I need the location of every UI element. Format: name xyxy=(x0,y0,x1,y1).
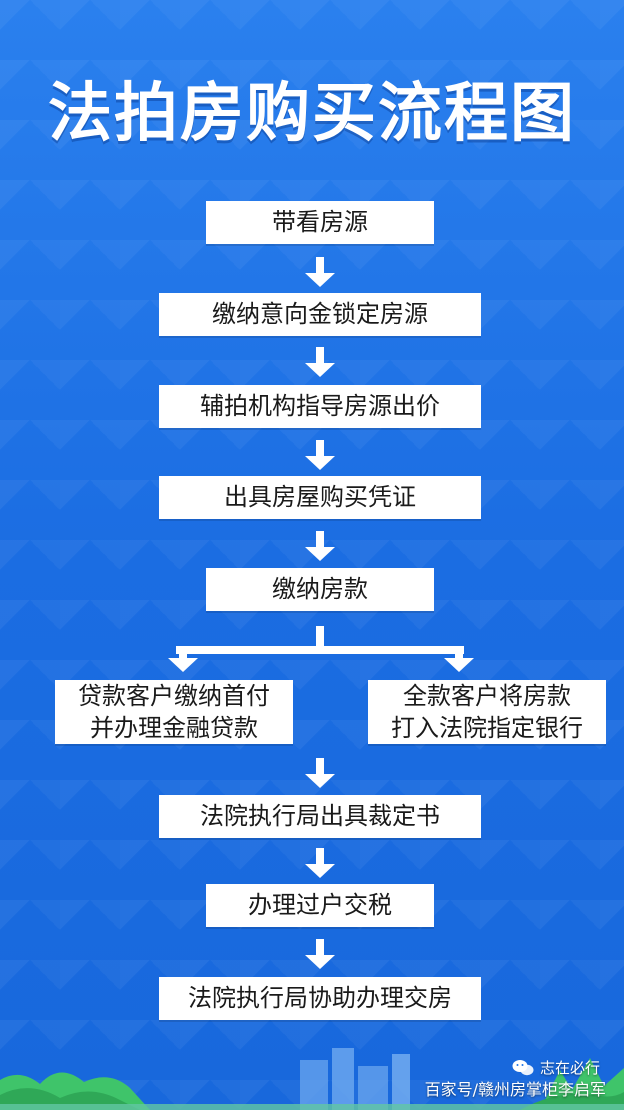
branch-full-payment-customer: 全款客户将房款 打入法院指定银行 xyxy=(368,680,606,744)
branch-full-line-1: 全款客户将房款 xyxy=(403,681,571,710)
footer-brand: 志在必行 xyxy=(512,1057,600,1078)
step-court-ruling: 法院执行局出具裁定书 xyxy=(159,795,481,838)
arrow-down-icon xyxy=(305,758,335,790)
step-transfer-tax: 办理过户交税 xyxy=(206,884,434,927)
branch-full-line-2: 打入法院指定银行 xyxy=(391,714,583,742)
arrow-down-icon xyxy=(305,257,335,289)
branch-connector-vertical xyxy=(316,626,324,650)
step-pay-deposit: 缴纳意向金锁定房源 xyxy=(159,293,481,336)
branch-loan-customer: 贷款客户缴纳首付 并办理金融贷款 xyxy=(55,680,293,744)
step-pay-price: 缴纳房款 xyxy=(206,568,434,611)
page-title: 法拍房购买流程图 xyxy=(48,77,576,151)
step-handover: 法院执行局协助办理交房 xyxy=(159,977,481,1020)
arrow-down-icon xyxy=(444,650,474,682)
arrow-down-icon xyxy=(305,848,335,880)
branch-loan-line-2: 并办理金融贷款 xyxy=(90,714,258,742)
arrow-down-icon xyxy=(305,440,335,472)
branch-connector-horizontal xyxy=(176,646,464,654)
branch-loan-line-1: 贷款客户缴纳首付 xyxy=(78,681,270,710)
footer-brand-name: 志在必行 xyxy=(539,1059,600,1077)
arrow-down-icon xyxy=(305,531,335,563)
arrow-down-icon xyxy=(168,650,198,682)
arrow-down-icon xyxy=(305,347,335,379)
step-guided-bidding: 辅拍机构指导房源出价 xyxy=(159,385,481,428)
step-purchase-certificate: 出具房屋购买凭证 xyxy=(159,476,481,519)
step-view-property: 带看房源 xyxy=(206,201,434,244)
footer-source: 百家号/赣州房掌柜李启军 xyxy=(424,1080,606,1099)
wechat-icon xyxy=(512,1059,534,1075)
arrow-down-icon xyxy=(305,939,335,971)
city-skyline-decoration xyxy=(0,1048,624,1110)
